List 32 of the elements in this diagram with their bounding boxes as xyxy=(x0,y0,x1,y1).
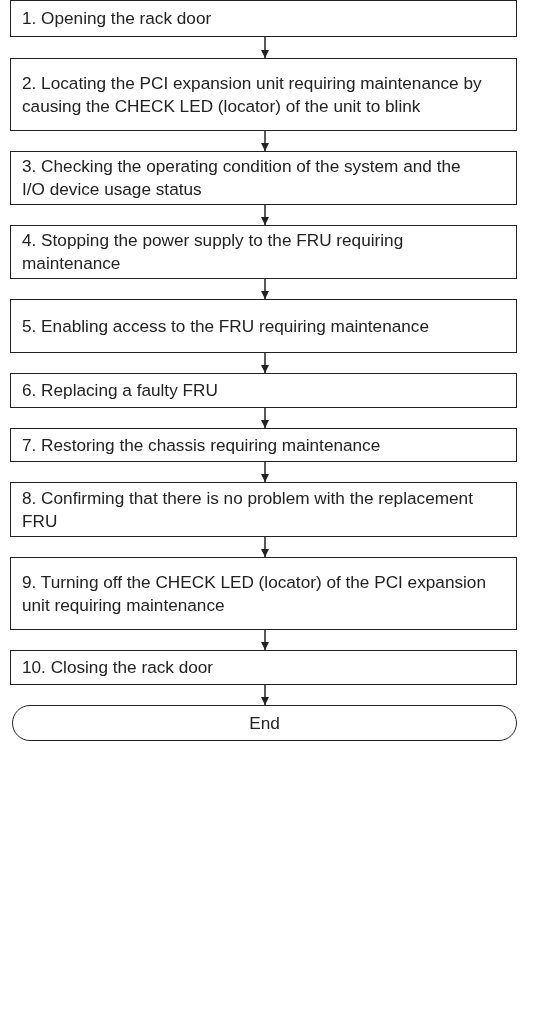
arrow xyxy=(261,461,269,483)
arrow xyxy=(261,629,269,651)
process-box xyxy=(10,151,517,205)
terminal-shape xyxy=(12,705,517,741)
step-text: 2. Locating the PCI expansion unit requiring maintenance by causing the CHECK LED (locator) of the unit to blink xyxy=(22,71,483,118)
step-text: 4. Stopping the power supply to the FRU requiring maintenance xyxy=(22,229,405,275)
arrow xyxy=(261,352,269,374)
process-box xyxy=(10,225,517,279)
arrow xyxy=(261,278,269,300)
step-text: End xyxy=(249,711,280,735)
arrow xyxy=(261,204,269,226)
step-text: 8. Confirming that there is no problem with the replacement FRU xyxy=(22,486,474,533)
process-box xyxy=(10,482,517,537)
step-text: 6. Replacing a faulty FRU xyxy=(22,379,218,402)
process-box xyxy=(10,0,517,37)
process-box xyxy=(10,58,517,131)
arrow xyxy=(261,36,269,59)
arrow xyxy=(261,536,269,558)
process-box xyxy=(10,557,517,630)
arrow xyxy=(261,407,269,429)
step-text: 9. Turning off the CHECK LED (locator) of the PCI expansion unit requiring maintenance xyxy=(22,570,486,617)
step-text: 10. Closing the rack door xyxy=(22,656,214,679)
arrow xyxy=(261,130,269,152)
step-text: 5. Enabling access to the FRU requiring maintenance xyxy=(22,314,429,338)
process-box xyxy=(10,299,517,353)
arrow xyxy=(261,684,269,706)
step-text: 7. Restoring the chassis requiring maintenance xyxy=(22,433,381,457)
process-box xyxy=(10,428,517,462)
process-box xyxy=(10,650,517,685)
step-text: 3. Checking the operating condition of the system and the I/O device usage status xyxy=(22,155,462,201)
step-text: 1. Opening the rack door xyxy=(22,7,212,30)
process-box xyxy=(10,373,517,408)
